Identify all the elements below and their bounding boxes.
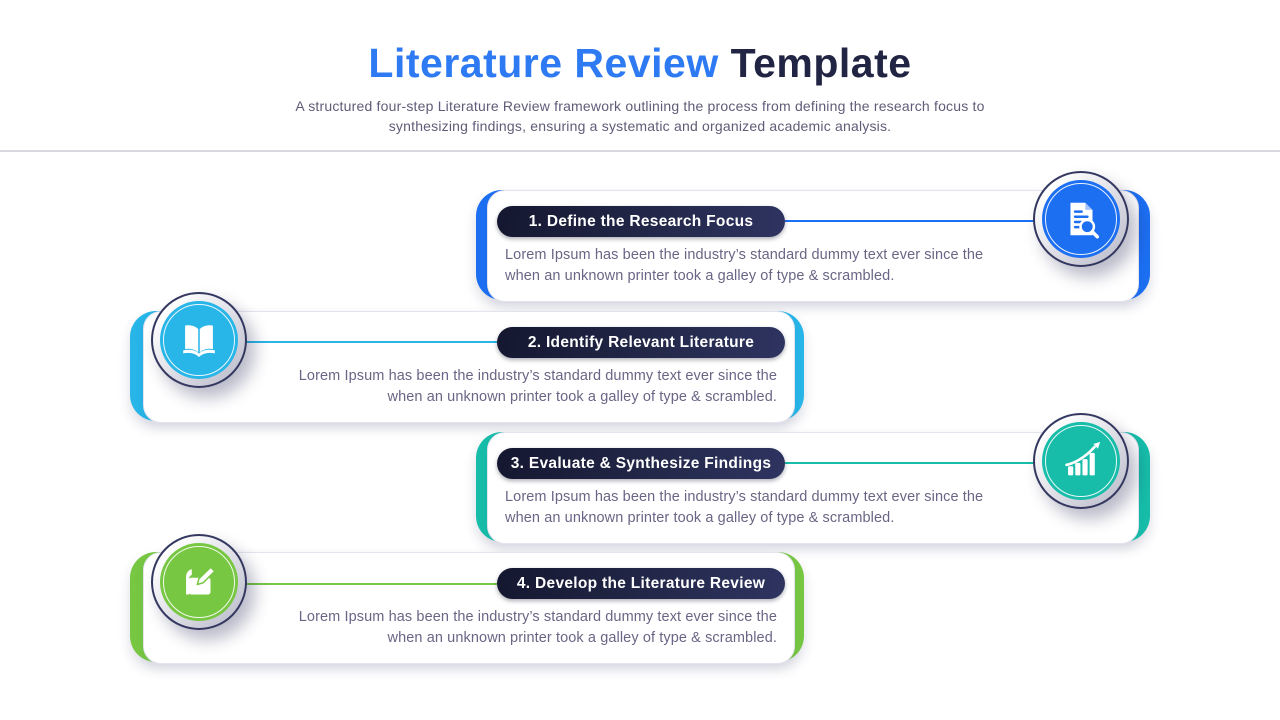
step-title-pill: 4. Develop the Literature Review (497, 568, 785, 599)
badge-ring (1033, 413, 1129, 509)
step-badge (151, 534, 247, 630)
step-description: Lorem Ipsum has been the industry’s stan… (505, 247, 984, 284)
page-title-highlight: Literature Review (368, 40, 719, 86)
connector-line (240, 341, 497, 343)
connector-line (785, 462, 1040, 464)
step-description: Lorem Ipsum has been the industry’s stan… (298, 368, 777, 405)
page-title-rest: Template (718, 40, 912, 86)
open-book-icon (183, 325, 215, 358)
badge-ring (151, 292, 247, 388)
step-badge (1033, 413, 1129, 509)
badge-circle (160, 301, 238, 379)
step-badge (151, 292, 247, 388)
badge-circle (1042, 422, 1120, 500)
header-divider (0, 150, 1280, 152)
step-title-pill: 3. Evaluate & Synthesize Findings (497, 448, 785, 479)
badge-circle (1042, 180, 1120, 258)
page-subtitle: A structured four-step Literature Review… (295, 98, 985, 134)
step-title-pill: 1. Define the Research Focus (497, 206, 785, 237)
step-description: Lorem Ipsum has been the industry’s stan… (505, 489, 984, 526)
step-description: Lorem Ipsum has been the industry’s stan… (298, 609, 777, 646)
badge-ring (151, 534, 247, 630)
growth-chart-icon (1065, 441, 1101, 476)
notepad-pencil-icon (186, 566, 216, 595)
step-title-pill: 2. Identify Relevant Literature (497, 327, 785, 358)
document-search-icon (1070, 202, 1100, 239)
badge-circle (160, 543, 238, 621)
connector-line (240, 583, 497, 585)
connector-line (785, 220, 1040, 222)
badge-ring (1033, 171, 1129, 267)
step-badge (1033, 171, 1129, 267)
page-title: Literature Review Template (0, 40, 1280, 86)
